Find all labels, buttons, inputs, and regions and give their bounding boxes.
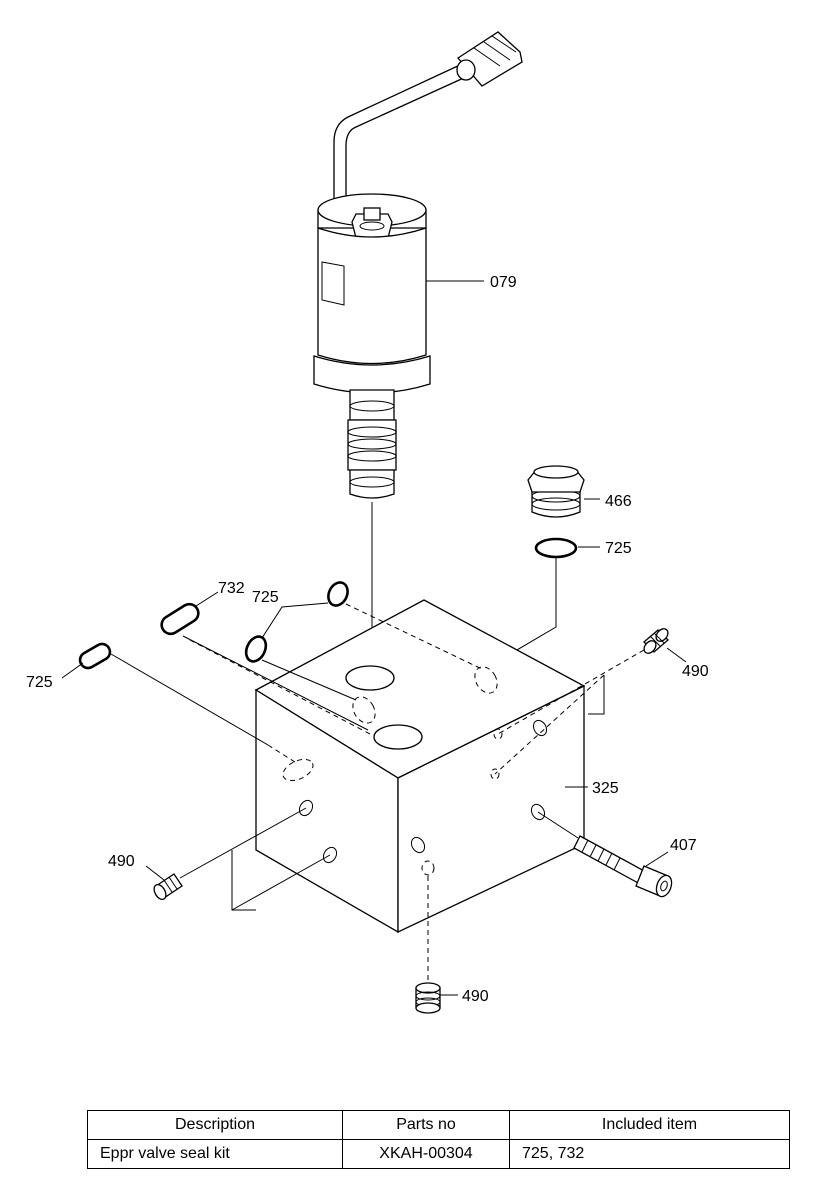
oring-725-pair	[244, 581, 485, 701]
label-325: 325	[592, 780, 619, 797]
label-490-left: 490	[108, 853, 135, 870]
bolt-407-part	[537, 811, 673, 898]
label-407: 407	[670, 837, 697, 854]
label-725-mid: 725	[252, 589, 279, 606]
header-description: Description	[87, 1110, 343, 1140]
solenoid-valve-part	[313, 31, 523, 678]
label-490-right: 490	[682, 663, 709, 680]
label-079: 079	[490, 274, 517, 291]
electrical-connector	[456, 31, 523, 87]
plug-part	[527, 465, 600, 518]
manifold-block-part	[254, 599, 588, 934]
label-725-plug: 725	[605, 540, 632, 557]
parts-kit-table: Description Parts no Included item Eppr …	[87, 1110, 790, 1169]
cell-included-item: 725, 732	[509, 1139, 790, 1169]
label-732: 732	[218, 580, 245, 597]
set-screw-490-right	[494, 628, 687, 775]
oring-725-left	[61, 642, 299, 765]
set-screw-490-left	[145, 807, 331, 911]
table-header-row: Description Parts no Included item	[87, 1110, 790, 1140]
cell-description: Eppr valve seal kit	[87, 1139, 343, 1169]
seal-732-part	[160, 591, 371, 735]
header-parts-no: Parts no	[342, 1110, 510, 1140]
header-included-item: Included item	[509, 1110, 790, 1140]
label-725-left: 725	[26, 674, 53, 691]
cell-parts-no: XKAH-00304	[342, 1139, 510, 1169]
set-screw-490-bottom	[415, 876, 458, 1014]
label-490-bottom: 490	[462, 988, 489, 1005]
table-row: Eppr valve seal kit XKAH-00304 725, 732	[87, 1139, 790, 1169]
label-466: 466	[605, 493, 632, 510]
